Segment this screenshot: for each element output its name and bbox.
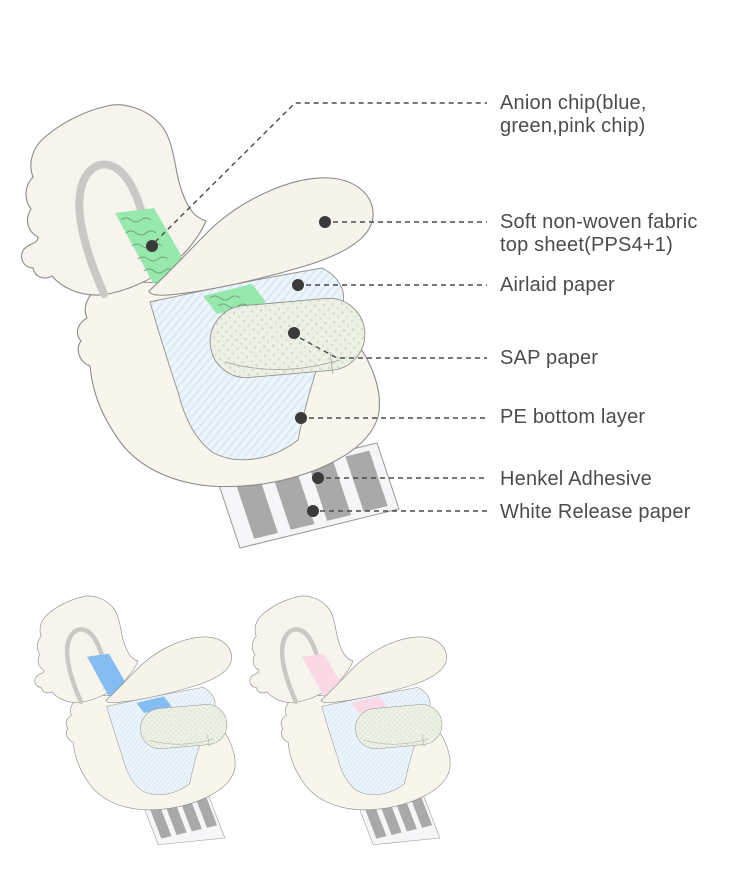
dot-anion-chip [146,240,158,252]
pad-layers [35,596,235,810]
dot-top-sheet [319,216,331,228]
callout-label-pe-bottom-layer: PE bottom layer [500,406,646,428]
callout-label-henkel-adhesive: Henkel Adhesive [500,468,652,490]
callout-label-top-sheet: Soft non-woven fabric top sheet(PPS4+1) [500,211,698,256]
callout-dots [146,216,331,517]
dot-release [307,505,319,517]
callout-label-anion-chip: Anion chip(blue, green,pink chip) [500,92,647,137]
leader-anion-chip [154,102,487,243]
callout-label-airlaid-paper: Airlaid paper [500,274,615,296]
pad-layers [250,596,450,810]
callout-label-white-release-paper: White Release paper [500,501,691,523]
pad-layers [22,105,380,487]
leader-lines [154,102,487,512]
main-pad-diagram [22,105,400,549]
pad-variant-blue [35,596,235,846]
dot-sap [288,327,300,339]
pad-variant-pink [250,596,450,846]
dot-airlaid [292,279,304,291]
dot-pe [295,412,307,424]
dot-henkel [312,472,324,484]
callout-label-sap-paper: SAP paper [500,347,599,369]
